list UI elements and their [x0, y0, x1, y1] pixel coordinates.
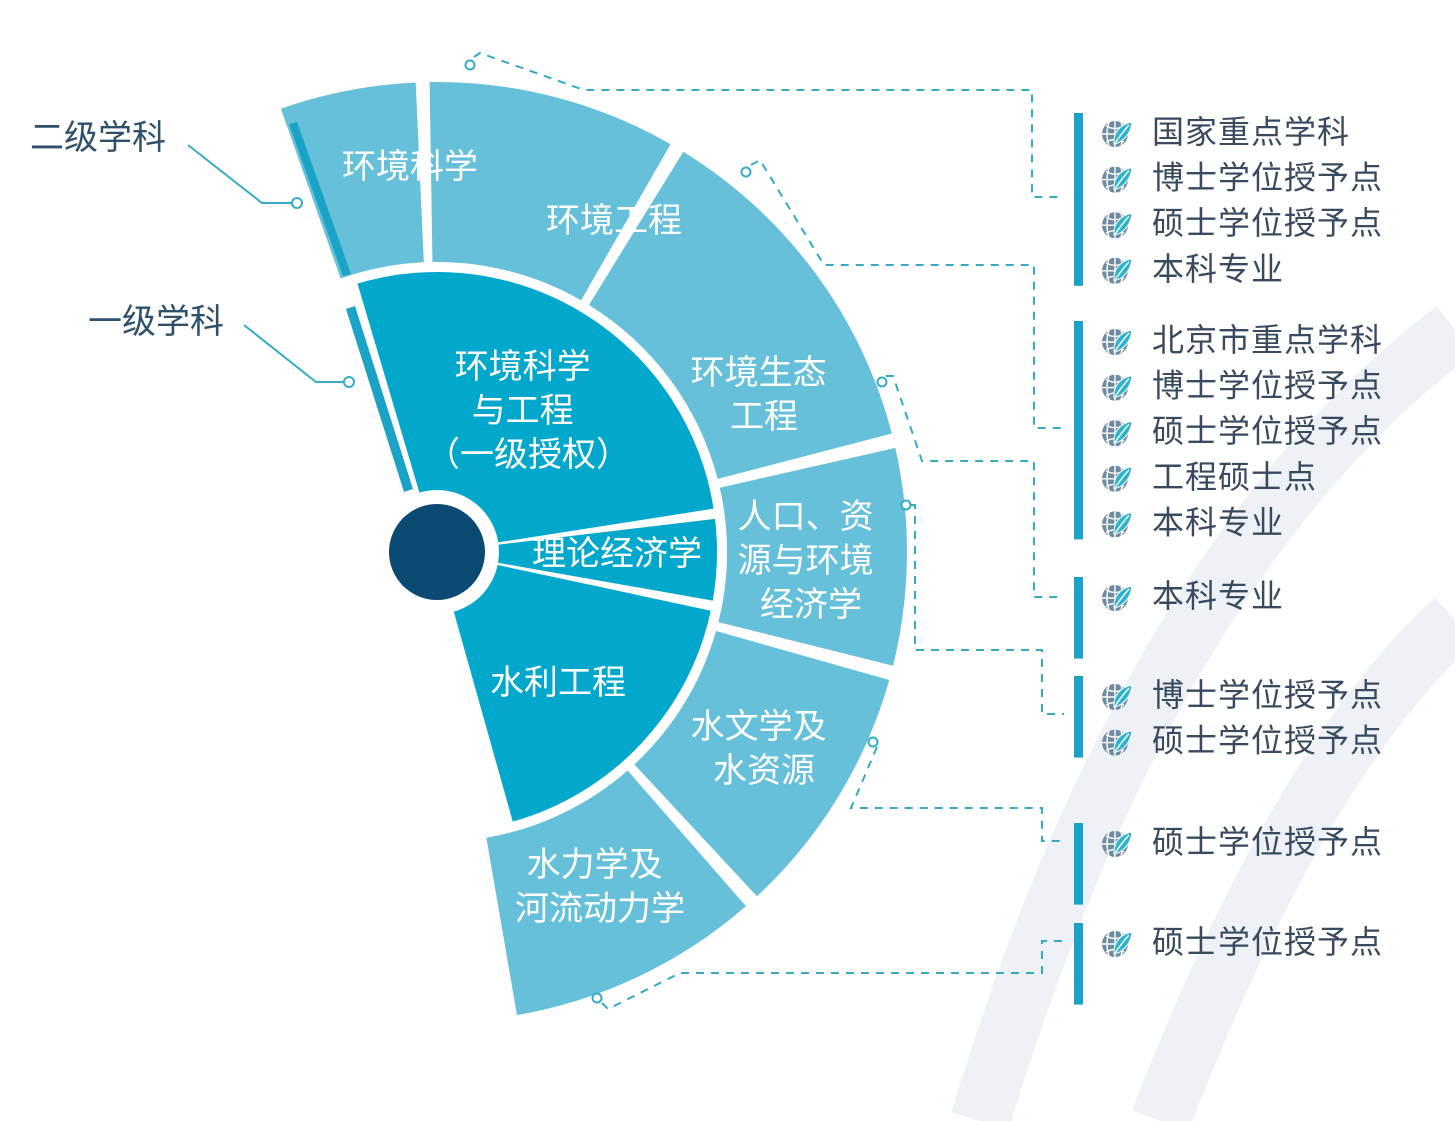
segment-label-water-eng: 水利工程	[490, 663, 626, 703]
connector-node-hydrology	[867, 736, 879, 748]
globe-leaf-icon	[1102, 465, 1133, 492]
attribute-item-label: 博士学位授予点	[1152, 159, 1383, 197]
group-accent-bar	[1074, 577, 1083, 659]
segment-label-env-ecology: 环境生态 工程	[691, 353, 838, 437]
secondary-legend-node	[291, 197, 303, 209]
segment-env-ecology	[588, 151, 892, 479]
group-accent-bar	[1074, 923, 1083, 1005]
secondary-level-bar	[289, 122, 351, 276]
group-accent-bar	[1074, 113, 1083, 286]
center-hub-core	[389, 504, 485, 600]
attribute-group-3: 本科专业	[1074, 577, 1284, 659]
primary-level-bar	[346, 306, 413, 492]
attribute-item-label: 本科专业	[1152, 503, 1284, 541]
globe-leaf-icon	[1102, 931, 1133, 957]
attribute-item-label: 本科专业	[1152, 577, 1284, 615]
attribute-group-6: 硕士学位授予点	[1074, 923, 1383, 1005]
segment-label-env-sci-eng: 环境科学 与工程 （一级授权）	[426, 347, 630, 475]
attribute-item-label: 本科专业	[1152, 250, 1284, 288]
connector-env-science	[473, 51, 1064, 198]
globe-leaf-icon	[1102, 121, 1133, 147]
group-accent-bar	[1074, 676, 1083, 758]
secondary-legend-leader	[187, 144, 292, 204]
segment-water-eng	[453, 564, 711, 822]
background-watermark	[951, 306, 1455, 1121]
segment-pop-resource	[718, 447, 907, 666]
connector-env-engineering	[750, 158, 1064, 429]
globe-leaf-icon	[1102, 166, 1133, 193]
segment-label-pop-resource: 人口、资 源与环境 经济学	[738, 497, 885, 625]
globe-leaf-icon	[1102, 257, 1133, 284]
primary-legend-leader	[243, 324, 344, 383]
attribute-item-label: 北京市重点学科	[1152, 321, 1383, 359]
group-accent-bar	[1074, 823, 1083, 905]
globe-leaf-icon	[1102, 374, 1133, 401]
globe-leaf-icon	[1102, 329, 1133, 355]
segment-hydraulics	[486, 770, 746, 1016]
segment-label-hydrology: 水文学及 水资源	[691, 707, 838, 791]
attribute-item-label: 硕士学位授予点	[1152, 923, 1383, 961]
segment-env-science	[280, 82, 424, 279]
segment-theory-econ	[498, 518, 717, 601]
segment-label-env-science: 环境科学	[342, 147, 478, 187]
segment-hydrology	[634, 630, 890, 897]
connector-node-pop-resource	[900, 499, 912, 511]
segment-env-engineering	[429, 81, 671, 301]
globe-leaf-icon	[1102, 684, 1133, 710]
primary-legend-node	[343, 376, 355, 388]
segment-env-sci-eng	[357, 272, 714, 543]
attribute-item-label: 工程硕士点	[1152, 458, 1317, 496]
connector-node-env-ecology	[876, 376, 888, 388]
attribute-group-5: 硕士学位授予点	[1074, 823, 1383, 905]
attribute-item-label: 硕士学位授予点	[1152, 204, 1383, 242]
segment-label-hydraulics: 水力学及 河流动力学	[515, 845, 685, 929]
connector-hydraulics	[601, 940, 1064, 1011]
attribute-item-label: 博士学位授予点	[1152, 367, 1383, 405]
connector-node-env-engineering	[740, 166, 752, 178]
segment-label-theory-econ: 理论经济学	[532, 534, 702, 574]
fan-segments	[280, 81, 907, 1016]
legend-primary-label: 一级学科	[88, 302, 224, 342]
segment-label-env-engineering: 环境工程	[546, 201, 682, 241]
globe-leaf-icon	[1102, 585, 1133, 611]
connector-node-hydraulics	[591, 992, 603, 1004]
legend-secondary-label: 二级学科	[30, 118, 166, 158]
globe-leaf-icon	[1102, 511, 1133, 538]
connector-pop-resource	[911, 504, 1064, 715]
connector-hydrology	[849, 746, 1064, 842]
attribute-groups: 国家重点学科博士学位授予点硕士学位授予点本科专业北京市重点学科博士学位授予点硕士…	[1074, 113, 1383, 1005]
connector-node-env-science	[464, 59, 476, 71]
globe-leaf-icon	[1102, 212, 1133, 239]
group-accent-bar	[1074, 321, 1083, 540]
connector-env-ecology	[886, 375, 1064, 598]
attribute-item-label: 硕士学位授予点	[1152, 722, 1383, 760]
attribute-item-label: 国家重点学科	[1152, 113, 1350, 151]
segment-labels: 环境科学 环境工程 环境生态 工程 人口、资 源与环境 经济学 水文学及 水资源…	[342, 147, 885, 929]
globe-leaf-icon	[1102, 729, 1133, 756]
attribute-item-label: 博士学位授予点	[1152, 676, 1383, 714]
globe-leaf-icon	[1102, 831, 1133, 857]
dashed-connectors	[464, 51, 1064, 1011]
attribute-item-label: 硕士学位授予点	[1152, 823, 1383, 861]
globe-leaf-icon	[1102, 420, 1133, 447]
attribute-item-label: 硕士学位授予点	[1152, 412, 1383, 450]
